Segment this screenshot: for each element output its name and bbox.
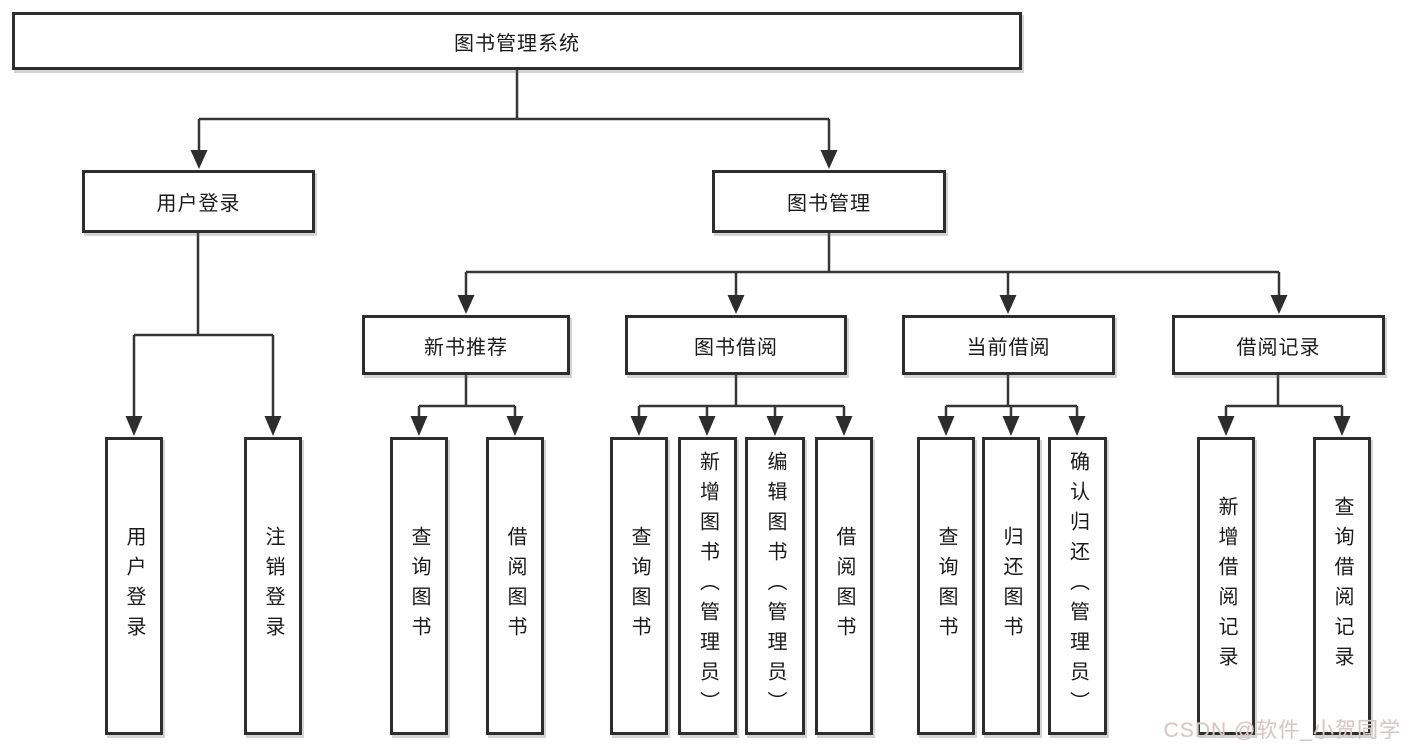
leaf-user-login: 用户登录 <box>105 437 163 735</box>
leaf-return-book-label: 归还图书 <box>1000 526 1022 646</box>
node-borrow-record-label: 借阅记录 <box>1236 336 1321 359</box>
node-new-book-recommend-label: 新书推荐 <box>424 336 508 359</box>
node-book-borrow-label: 图书借阅 <box>694 336 778 359</box>
node-book-management-branch: 图书管理 <box>712 170 946 233</box>
leaf-add-book-admin: 新增图书（管理员） <box>678 437 737 735</box>
leaf-edit-book-admin: 编辑图书（管理员） <box>745 437 805 735</box>
leaf-user-login-label: 用户登录 <box>123 526 145 646</box>
leaf-query-book-1-label: 查询图书 <box>408 526 430 646</box>
node-user-login-branch: 用户登录 <box>82 170 315 233</box>
node-root-label: 图书管理系统 <box>454 32 580 55</box>
leaf-query-borrow-record-label: 查询借阅记录 <box>1331 496 1353 676</box>
leaf-borrow-book-2: 借阅图书 <box>815 437 873 735</box>
leaf-edit-book-admin-label: 编辑图书（管理员） <box>764 451 786 721</box>
node-book-management-branch-label: 图书管理 <box>787 193 871 215</box>
leaf-query-book-3-label: 查询图书 <box>935 526 957 646</box>
leaf-borrow-book-1-label: 借阅图书 <box>504 526 526 646</box>
node-borrow-record: 借阅记录 <box>1172 315 1385 375</box>
node-current-borrow: 当前借阅 <box>902 315 1115 375</box>
leaf-borrow-book-1: 借阅图书 <box>486 437 544 735</box>
leaf-return-book: 归还图书 <box>982 437 1040 735</box>
leaf-logout: 注销登录 <box>244 437 302 735</box>
node-book-borrow: 图书借阅 <box>625 315 847 375</box>
leaf-add-book-admin-label: 新增图书（管理员） <box>696 451 719 721</box>
leaf-query-book-1: 查询图书 <box>390 437 448 735</box>
node-new-book-recommend: 新书推荐 <box>362 315 570 375</box>
leaf-query-book-2: 查询图书 <box>610 437 668 735</box>
leaf-borrow-book-2-label: 借阅图书 <box>833 526 855 646</box>
leaf-confirm-return-admin: 确认归还（管理员） <box>1048 437 1107 735</box>
leaf-query-borrow-record: 查询借阅记录 <box>1313 437 1371 735</box>
node-root: 图书管理系统 <box>12 12 1022 70</box>
node-user-login-branch-label: 用户登录 <box>156 193 241 215</box>
leaf-query-book-2-label: 查询图书 <box>628 526 650 646</box>
leaf-query-book-3: 查询图书 <box>917 437 975 735</box>
leaf-confirm-return-admin-label: 确认归还（管理员） <box>1066 451 1089 721</box>
leaf-add-borrow-record: 新增借阅记录 <box>1197 437 1255 735</box>
leaf-logout-label: 注销登录 <box>262 526 284 646</box>
watermark: CSDN @软件_小贺同学 <box>1163 719 1401 742</box>
node-current-borrow-label: 当前借阅 <box>966 336 1051 359</box>
leaf-add-borrow-record-label: 新增借阅记录 <box>1215 496 1237 676</box>
